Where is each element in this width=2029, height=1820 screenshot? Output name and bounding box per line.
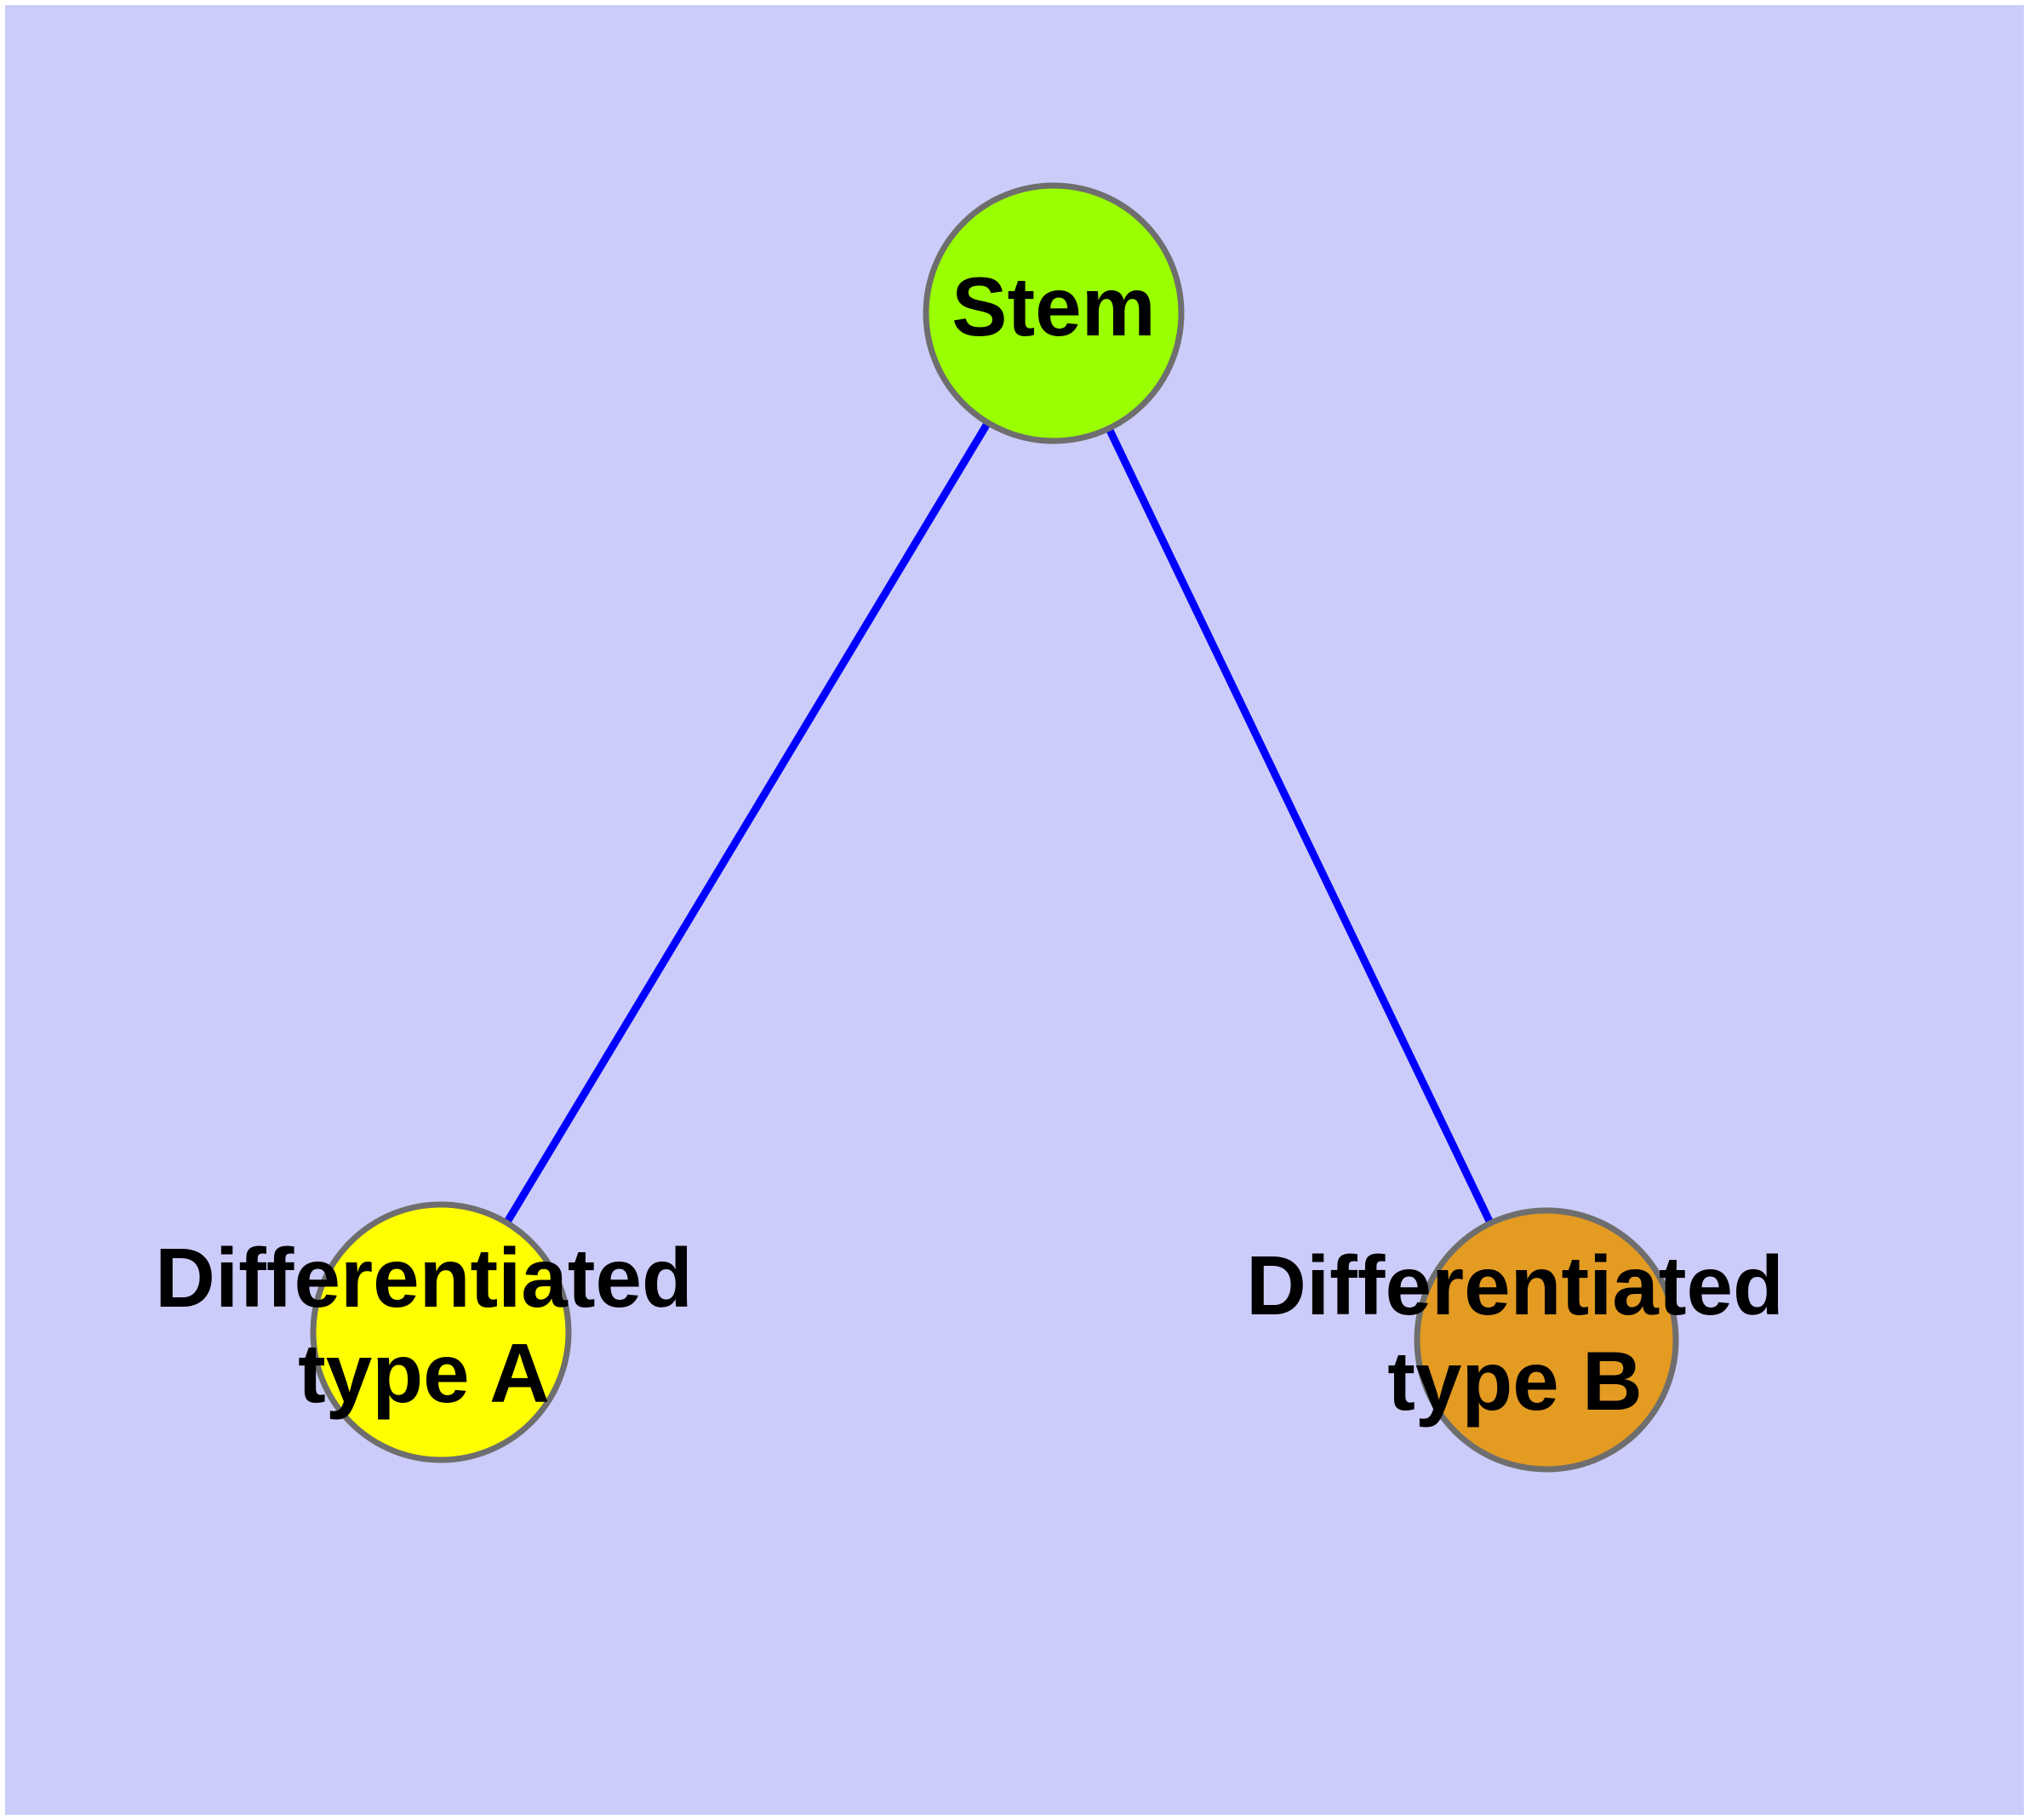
label-line: Differentiated: [155, 1231, 693, 1325]
label-line: Differentiated: [1246, 1239, 1784, 1332]
graph-node-stem[interactable]: [923, 182, 1185, 444]
graph-node-diff_b[interactable]: [1414, 1207, 1679, 1473]
graph-edge: [1104, 423, 1496, 1228]
label-line: type B: [1387, 1334, 1643, 1428]
edge-layer: [501, 417, 1496, 1228]
graph-node-label-stem: Stem: [952, 260, 1156, 353]
label-line: Stem: [952, 260, 1156, 353]
graph-node-diff_a[interactable]: [310, 1201, 572, 1463]
node-layer: [310, 182, 1679, 1473]
graph-edge: [501, 417, 993, 1228]
label-line: type A: [298, 1326, 550, 1420]
